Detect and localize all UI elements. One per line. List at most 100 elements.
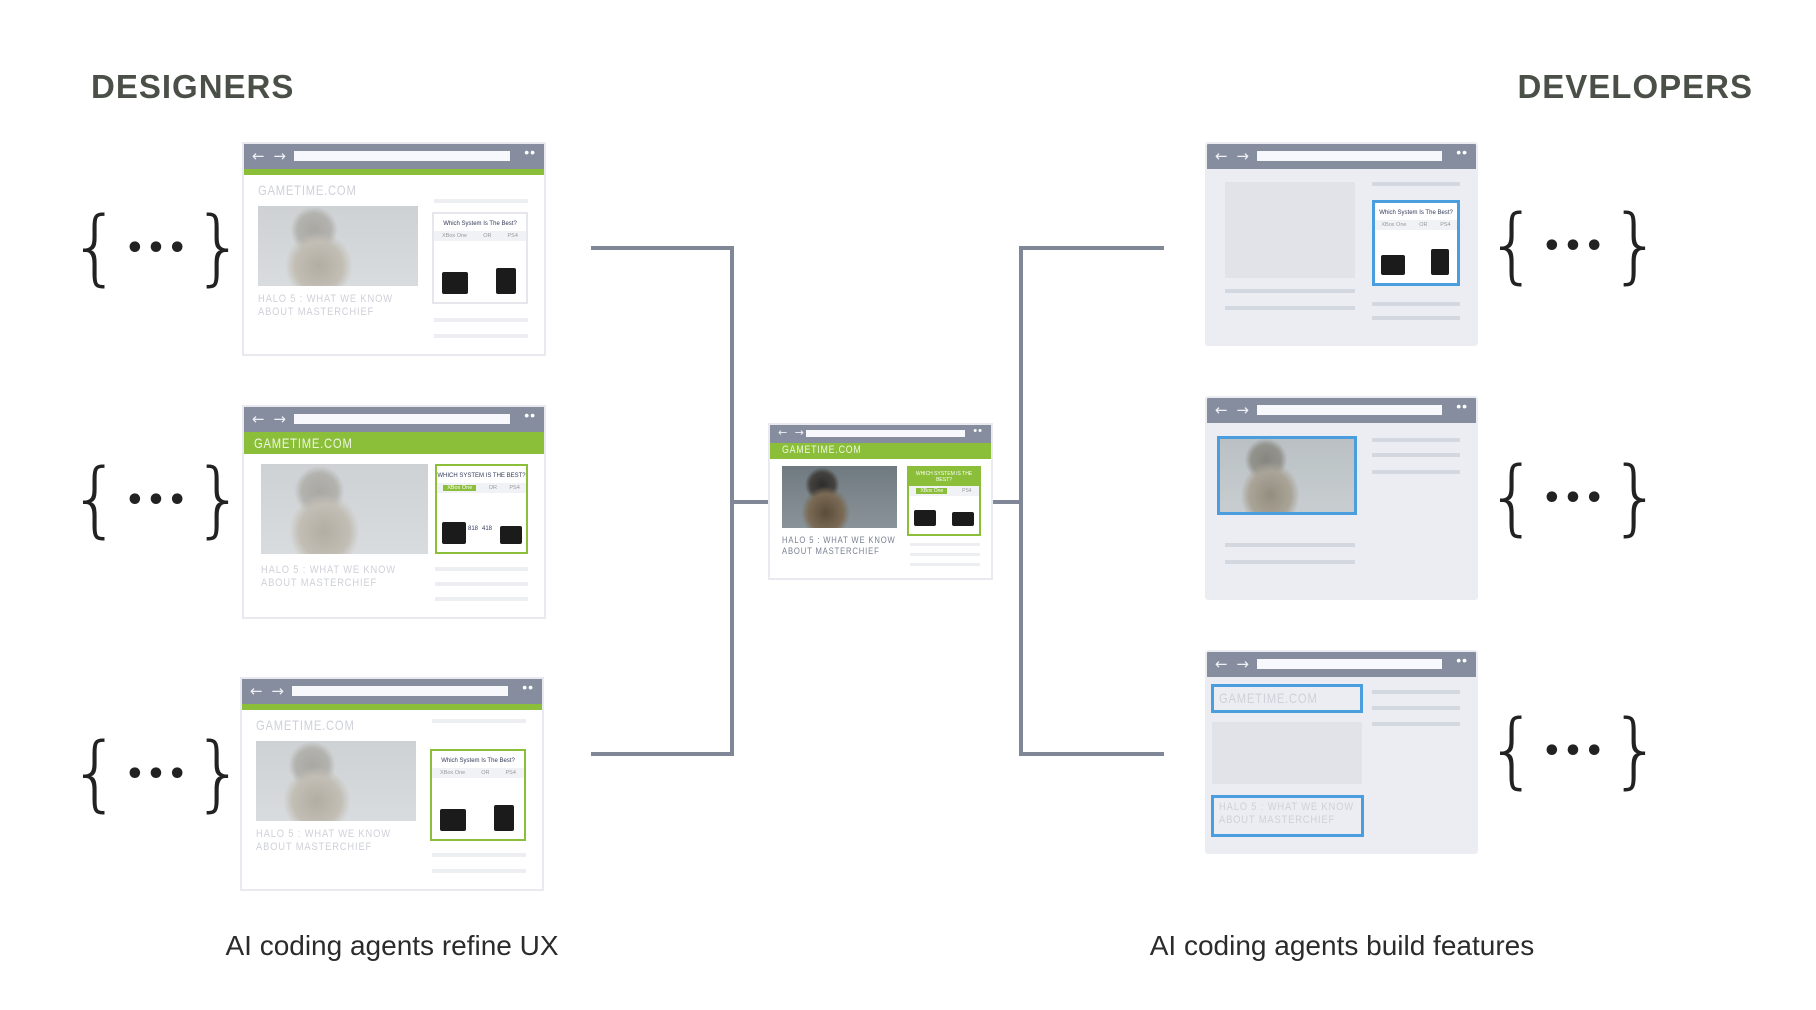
designer-mockup-3: ← →•• GAMETIME.COM HALO 5 : WHAT WE KNOW… xyxy=(240,677,544,891)
code-braces-icon: {•••} xyxy=(1486,703,1662,798)
text-line xyxy=(1372,706,1460,710)
window-dots-icon: •• xyxy=(1456,144,1468,160)
ps4-image xyxy=(952,512,974,526)
nav-arrows-icon: ← → xyxy=(252,410,288,428)
text-line xyxy=(432,719,526,723)
text-line xyxy=(1225,289,1355,293)
site-title: GAMETIME.COM xyxy=(256,717,355,733)
connector-line xyxy=(591,752,734,756)
text-line xyxy=(432,869,526,873)
url-bar xyxy=(292,686,508,696)
code-braces-icon: {•••} xyxy=(69,452,245,547)
nav-arrows-icon: ← → xyxy=(1215,401,1251,419)
text-line xyxy=(1372,690,1460,694)
window-dots-icon: •• xyxy=(524,144,536,160)
designers-heading: DESIGNERS xyxy=(91,68,295,105)
text-line xyxy=(432,853,526,857)
text-line xyxy=(1372,453,1460,457)
ps4-image xyxy=(496,268,516,294)
text-line xyxy=(1372,182,1460,186)
url-bar xyxy=(806,430,965,437)
site-title: GAMETIME.COM xyxy=(258,182,357,198)
connector-line xyxy=(730,500,770,504)
image-placeholder xyxy=(1225,182,1355,278)
highlight-box xyxy=(1211,684,1363,713)
connector-line xyxy=(1019,246,1164,250)
nav-arrows-icon: ← → xyxy=(1215,147,1251,165)
hero-image xyxy=(256,741,416,821)
hero-image xyxy=(258,206,418,286)
highlight-box xyxy=(1217,436,1357,515)
connector-line xyxy=(1019,752,1164,756)
text-line xyxy=(1225,306,1355,310)
browser-bar: ← → •• xyxy=(1207,652,1476,677)
browser-bar: ← → •• xyxy=(1207,398,1476,423)
hero-image xyxy=(1217,436,1357,515)
green-header xyxy=(770,443,991,459)
text-line xyxy=(910,553,980,556)
designer-mockup-2: ← →•• GAMETIME.COM HALO 5 : WHAT WE KNOW… xyxy=(242,405,546,619)
text-line xyxy=(435,597,528,601)
xbox-image xyxy=(914,510,936,526)
developer-mockup-1: ← → •• Which System Is The Best? XBox One… xyxy=(1205,142,1478,346)
url-bar xyxy=(294,414,510,424)
developer-mockup-2: ← → •• xyxy=(1205,396,1478,600)
browser-bar: ← → •• xyxy=(244,407,544,432)
window-dots-icon: •• xyxy=(973,425,983,437)
text-line xyxy=(910,543,980,546)
code-braces-icon: {•••} xyxy=(1486,450,1662,545)
code-braces-icon: {•••} xyxy=(1486,198,1662,293)
code-braces-icon: {•••} xyxy=(69,200,245,295)
browser-bar: ← →•• xyxy=(770,425,991,443)
text-line xyxy=(435,567,528,571)
window-dots-icon: •• xyxy=(1456,398,1468,414)
text-line xyxy=(1225,560,1355,564)
nav-arrows-icon: ← → xyxy=(252,147,288,165)
site-title: GAMETIME.COM xyxy=(1219,690,1318,706)
hero-image xyxy=(261,464,428,554)
xbox-image xyxy=(440,809,466,831)
window-dots-icon: •• xyxy=(1456,652,1468,668)
text-line xyxy=(1372,302,1460,306)
ps4-image xyxy=(500,526,522,544)
connector-line xyxy=(1019,246,1023,756)
text-line xyxy=(434,199,528,203)
ps4-image xyxy=(494,805,514,831)
developers-caption: AI coding agents build features xyxy=(1149,930,1535,961)
window-dots-icon: •• xyxy=(524,407,536,423)
vote-count-b: 418 xyxy=(482,526,493,532)
text-line xyxy=(1372,470,1460,474)
designer-mockup-1: ← →•• GAMETIME.COM HALO 5 : WHAT WE KNOW… xyxy=(242,142,546,356)
nav-arrows-icon: ← → xyxy=(1215,655,1251,673)
code-braces-icon: {•••} xyxy=(69,726,245,821)
url-bar xyxy=(1257,405,1442,415)
vote-count-a: 818 xyxy=(468,526,479,532)
browser-bar: ← → •• xyxy=(1207,144,1476,169)
text-line xyxy=(435,582,528,586)
hero-image xyxy=(782,466,897,528)
text-line xyxy=(910,563,980,566)
highlight-box xyxy=(1211,795,1364,837)
browser-bar: ← → •• xyxy=(244,144,544,169)
text-line xyxy=(1372,316,1460,320)
nav-arrows-icon: ← → xyxy=(250,682,286,700)
green-accent-strip xyxy=(242,704,542,710)
connector-line xyxy=(991,500,1023,504)
green-accent-strip xyxy=(244,169,544,175)
site-title: GAMETIME.COM xyxy=(782,444,862,456)
green-header xyxy=(244,432,544,454)
image-placeholder xyxy=(1212,722,1362,784)
ps4-image xyxy=(1431,249,1449,275)
xbox-image xyxy=(442,522,466,544)
text-line xyxy=(434,318,528,322)
url-bar xyxy=(1257,151,1442,161)
developers-heading: DEVELOPERS xyxy=(1517,68,1753,105)
